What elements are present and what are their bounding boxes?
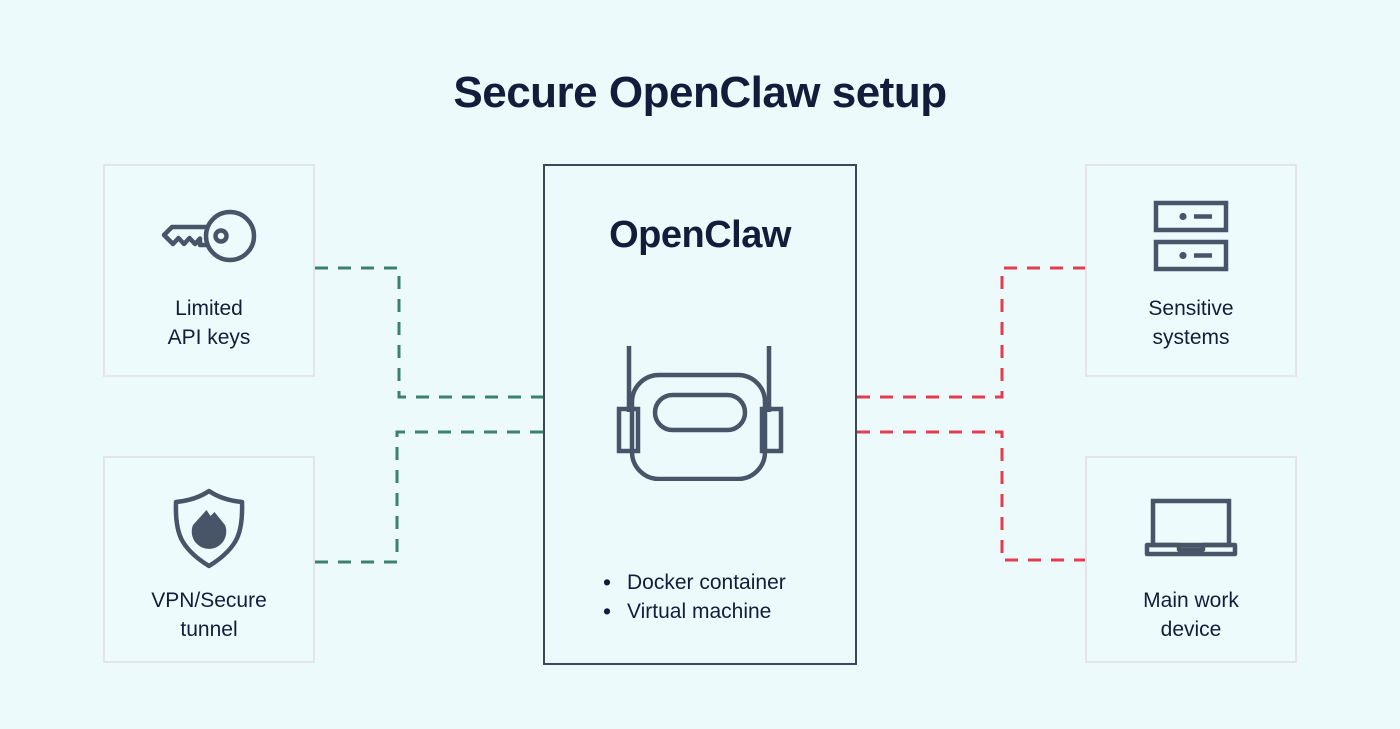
node-label-line1: VPN/Secure <box>151 589 267 612</box>
page-title: Secure OpenClaw setup <box>453 68 947 117</box>
node-label-line1: Limited <box>175 297 243 320</box>
openclaw-container-box: OpenClaw Docker container Virtual machin… <box>543 164 857 665</box>
connector-vpn-to-openclaw <box>315 430 543 564</box>
node-sensitive-systems: Sensitive systems <box>1085 164 1297 377</box>
node-label: VPN/Secure tunnel <box>105 586 313 644</box>
node-label: Limited API keys <box>105 294 313 352</box>
shield-icon <box>170 487 248 569</box>
node-label-line2: device <box>1160 618 1222 641</box>
openclaw-title: OpenClaw <box>609 214 791 256</box>
node-label-line1: Main work <box>1143 589 1239 612</box>
node-vpn-secure-tunnel: VPN/Secure tunnel <box>103 456 315 663</box>
feature-item: Virtual machine <box>603 597 786 626</box>
node-label-line2: systems <box>1152 326 1230 349</box>
openclaw-feature-list: Docker container Virtual machine <box>603 568 786 626</box>
laptop-icon <box>1144 498 1238 558</box>
connector-openclaw-to-sensitive-systems <box>857 266 1085 399</box>
robot-icon <box>615 344 785 482</box>
node-label-line2: API keys <box>167 326 251 349</box>
server-icon <box>1152 200 1230 272</box>
node-label-line1: Sensitive <box>1148 297 1234 320</box>
connector-api-keys-to-openclaw <box>315 266 543 399</box>
node-label-line2: tunnel <box>180 618 238 641</box>
node-label: Sensitive systems <box>1087 294 1295 352</box>
feature-item: Docker container <box>603 568 786 597</box>
node-main-work-device: Main work device <box>1085 456 1297 663</box>
node-label: Main work device <box>1087 586 1295 644</box>
key-icon <box>159 205 259 267</box>
node-limited-api-keys: Limited API keys <box>103 164 315 377</box>
connector-openclaw-to-main-work-device <box>857 430 1085 562</box>
